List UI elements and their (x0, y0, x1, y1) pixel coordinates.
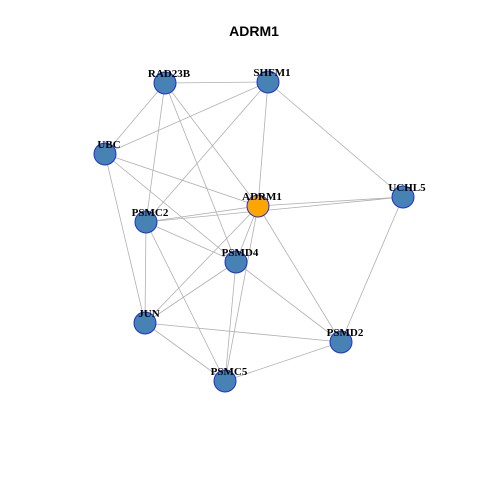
edge-ubc-psmd4 (104, 153, 237, 263)
node-adrm1: ADRM1 (242, 191, 282, 218)
node-circle-psmc2 (134, 210, 158, 234)
edge-adrm1-jun (144, 205, 259, 324)
edge-uchl5-psmd2 (340, 196, 404, 343)
edge-psmc2-jun (144, 221, 147, 324)
edge-adrm1-psmc2 (145, 205, 259, 223)
node-psmd2: PSMD2 (327, 327, 364, 354)
edge-adrm1-psmd2 (257, 205, 342, 343)
edge-rad23b-psmc2 (145, 82, 166, 223)
edge-ubc-jun (104, 153, 146, 324)
node-label-jun: JUN (138, 308, 159, 320)
edge-uchl5-adrm1 (257, 196, 404, 207)
node-circle-psmd2 (329, 330, 353, 354)
edge-adrm1-psmc5 (224, 205, 259, 382)
node-psmc5: PSMC5 (211, 366, 248, 393)
node-psmd4: PSMD4 (222, 247, 259, 274)
node-circle-rad23b (153, 71, 177, 95)
edge-rad23b-ubc (104, 82, 166, 155)
edge-rad23b-adrm1 (164, 82, 259, 207)
node-label-uchl5: UCHL5 (388, 182, 426, 194)
node-rad23b: RAD23B (148, 68, 191, 95)
node-label-ubc: UBC (97, 139, 120, 151)
edge-shfm1-adrm1 (257, 81, 269, 207)
node-shfm1: SHFM1 (253, 67, 291, 94)
edges-layer (104, 81, 404, 382)
edge-psmd4-jun (144, 261, 237, 324)
node-uchl5: UCHL5 (388, 182, 426, 209)
edge-ubc-adrm1 (104, 153, 259, 207)
edge-shfm1-psmc2 (145, 81, 269, 223)
node-label-psmd2: PSMD2 (327, 327, 364, 339)
node-label-adrm1: ADRM1 (242, 191, 282, 203)
node-label-shfm1: SHFM1 (253, 67, 290, 79)
node-circle-adrm1 (246, 194, 270, 218)
edge-shfm1-ubc (104, 81, 269, 155)
edge-rad23b-psmd4 (164, 82, 237, 263)
edge-jun-psmc5 (144, 322, 226, 382)
edge-psmc2-psmd4 (145, 221, 237, 263)
edge-psmd2-psmc5 (224, 341, 342, 382)
node-psmc2: PSMC2 (132, 207, 169, 234)
edge-psmc2-psmc5 (145, 221, 226, 382)
edge-rad23b-shfm1 (164, 81, 269, 84)
node-label-rad23b: RAD23B (148, 68, 191, 80)
node-circle-psmc5 (213, 369, 237, 393)
edge-jun-psmd2 (144, 322, 342, 343)
diagram-title: ADRM1 (229, 23, 279, 39)
node-ubc: UBC (93, 139, 121, 166)
node-circle-ubc (93, 142, 117, 166)
node-jun: JUN (133, 308, 160, 335)
edge-uchl5-psmc2 (145, 196, 404, 223)
node-circle-jun (133, 311, 157, 335)
node-circle-shfm1 (256, 70, 280, 94)
node-circle-psmd4 (224, 250, 248, 274)
node-circle-uchl5 (391, 185, 415, 209)
node-label-psmc2: PSMC2 (132, 207, 169, 219)
edge-shfm1-uchl5 (267, 81, 404, 198)
edge-psmd4-psmd2 (235, 261, 342, 343)
edge-psmd4-psmc5 (224, 261, 237, 382)
node-label-psmc5: PSMC5 (211, 366, 248, 378)
node-label-psmd4: PSMD4 (222, 247, 259, 259)
